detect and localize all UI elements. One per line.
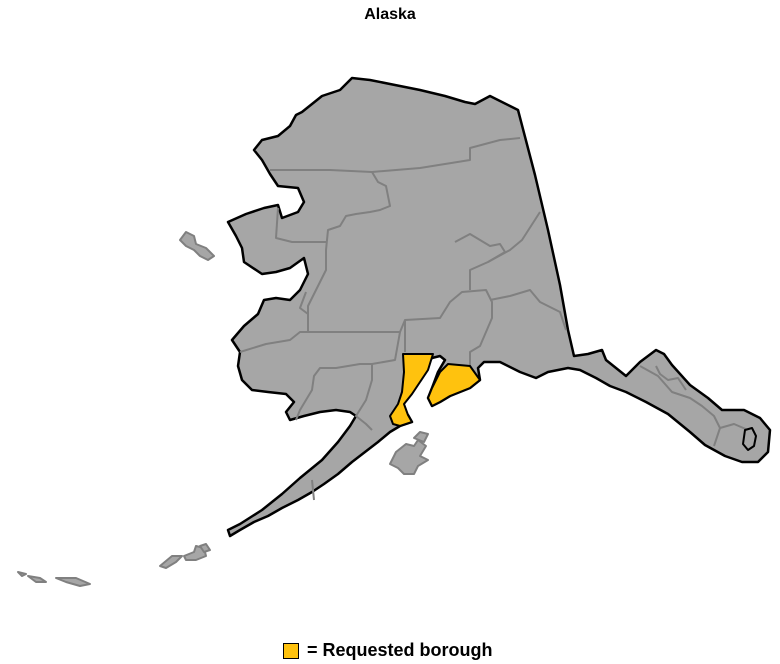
prince-of-wales-island (742, 427, 757, 451)
map-title: Alaska (364, 6, 416, 23)
kodiak-island (389, 439, 429, 475)
alaska-mainland (226, 76, 772, 538)
map-legend: = Requested borough (283, 640, 493, 661)
borough-borders (239, 137, 749, 501)
requested-borough-west (389, 353, 434, 427)
requested-borough-east (427, 363, 481, 407)
st-lawrence-island (179, 231, 215, 261)
legend-label: = Requested borough (307, 640, 493, 660)
legend-swatch (283, 642, 299, 659)
aleutian-islands (17, 543, 211, 587)
afognak-island (413, 431, 429, 443)
